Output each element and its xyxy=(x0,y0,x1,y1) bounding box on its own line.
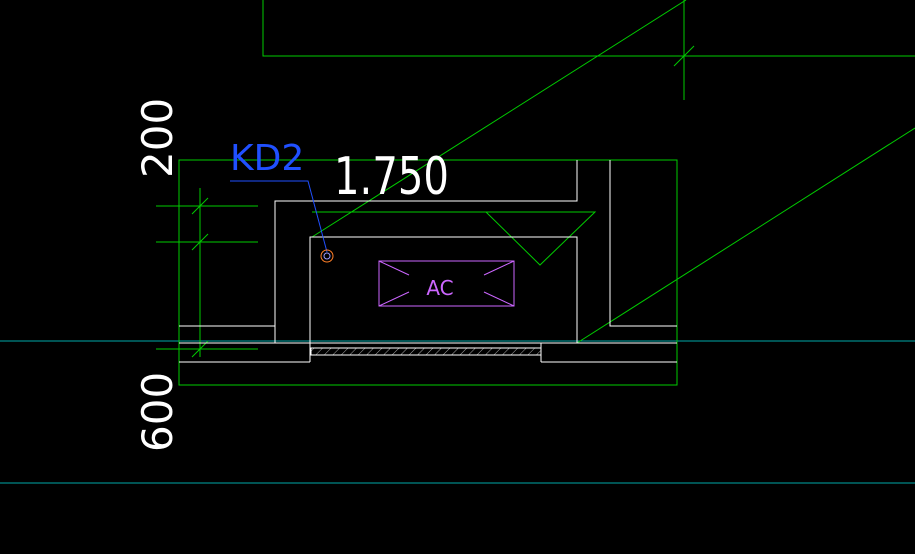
dim-tick-3 xyxy=(191,340,209,358)
dim-label-600: 600 xyxy=(133,372,182,452)
drain-circle-inner-icon xyxy=(323,252,331,260)
green-top-outline xyxy=(262,0,915,57)
green-diagonal-upper xyxy=(311,0,687,238)
ac-diag-1 xyxy=(378,260,410,276)
green-funnel-shape xyxy=(312,211,597,266)
green-tick-slash xyxy=(673,45,695,67)
drain-circle-icon[interactable] xyxy=(320,249,334,263)
dim-tick-2 xyxy=(191,233,209,251)
ac-diag-4 xyxy=(483,291,515,307)
white-wall-right xyxy=(609,160,677,327)
ac-diag-3 xyxy=(483,260,515,276)
green-diagonal-lower xyxy=(576,127,915,344)
ac-unit-label: AC xyxy=(426,276,453,300)
kd2-label: KD2 xyxy=(230,138,304,179)
white-wall-inner xyxy=(309,236,578,362)
white-wall-left xyxy=(179,160,578,327)
dim-label-200: 200 xyxy=(133,98,182,178)
dim-tick-1 xyxy=(191,197,209,215)
ac-unit-box xyxy=(378,260,515,307)
kd2-tag[interactable]: KD2 xyxy=(230,138,328,253)
ac-diag-2 xyxy=(378,291,410,307)
hatched-strip xyxy=(310,347,542,356)
ac-unit[interactable]: AC xyxy=(378,260,515,307)
green-outer-box xyxy=(178,159,678,386)
elevation-label: 1.750 xyxy=(334,147,449,207)
kd2-leader xyxy=(230,180,328,253)
